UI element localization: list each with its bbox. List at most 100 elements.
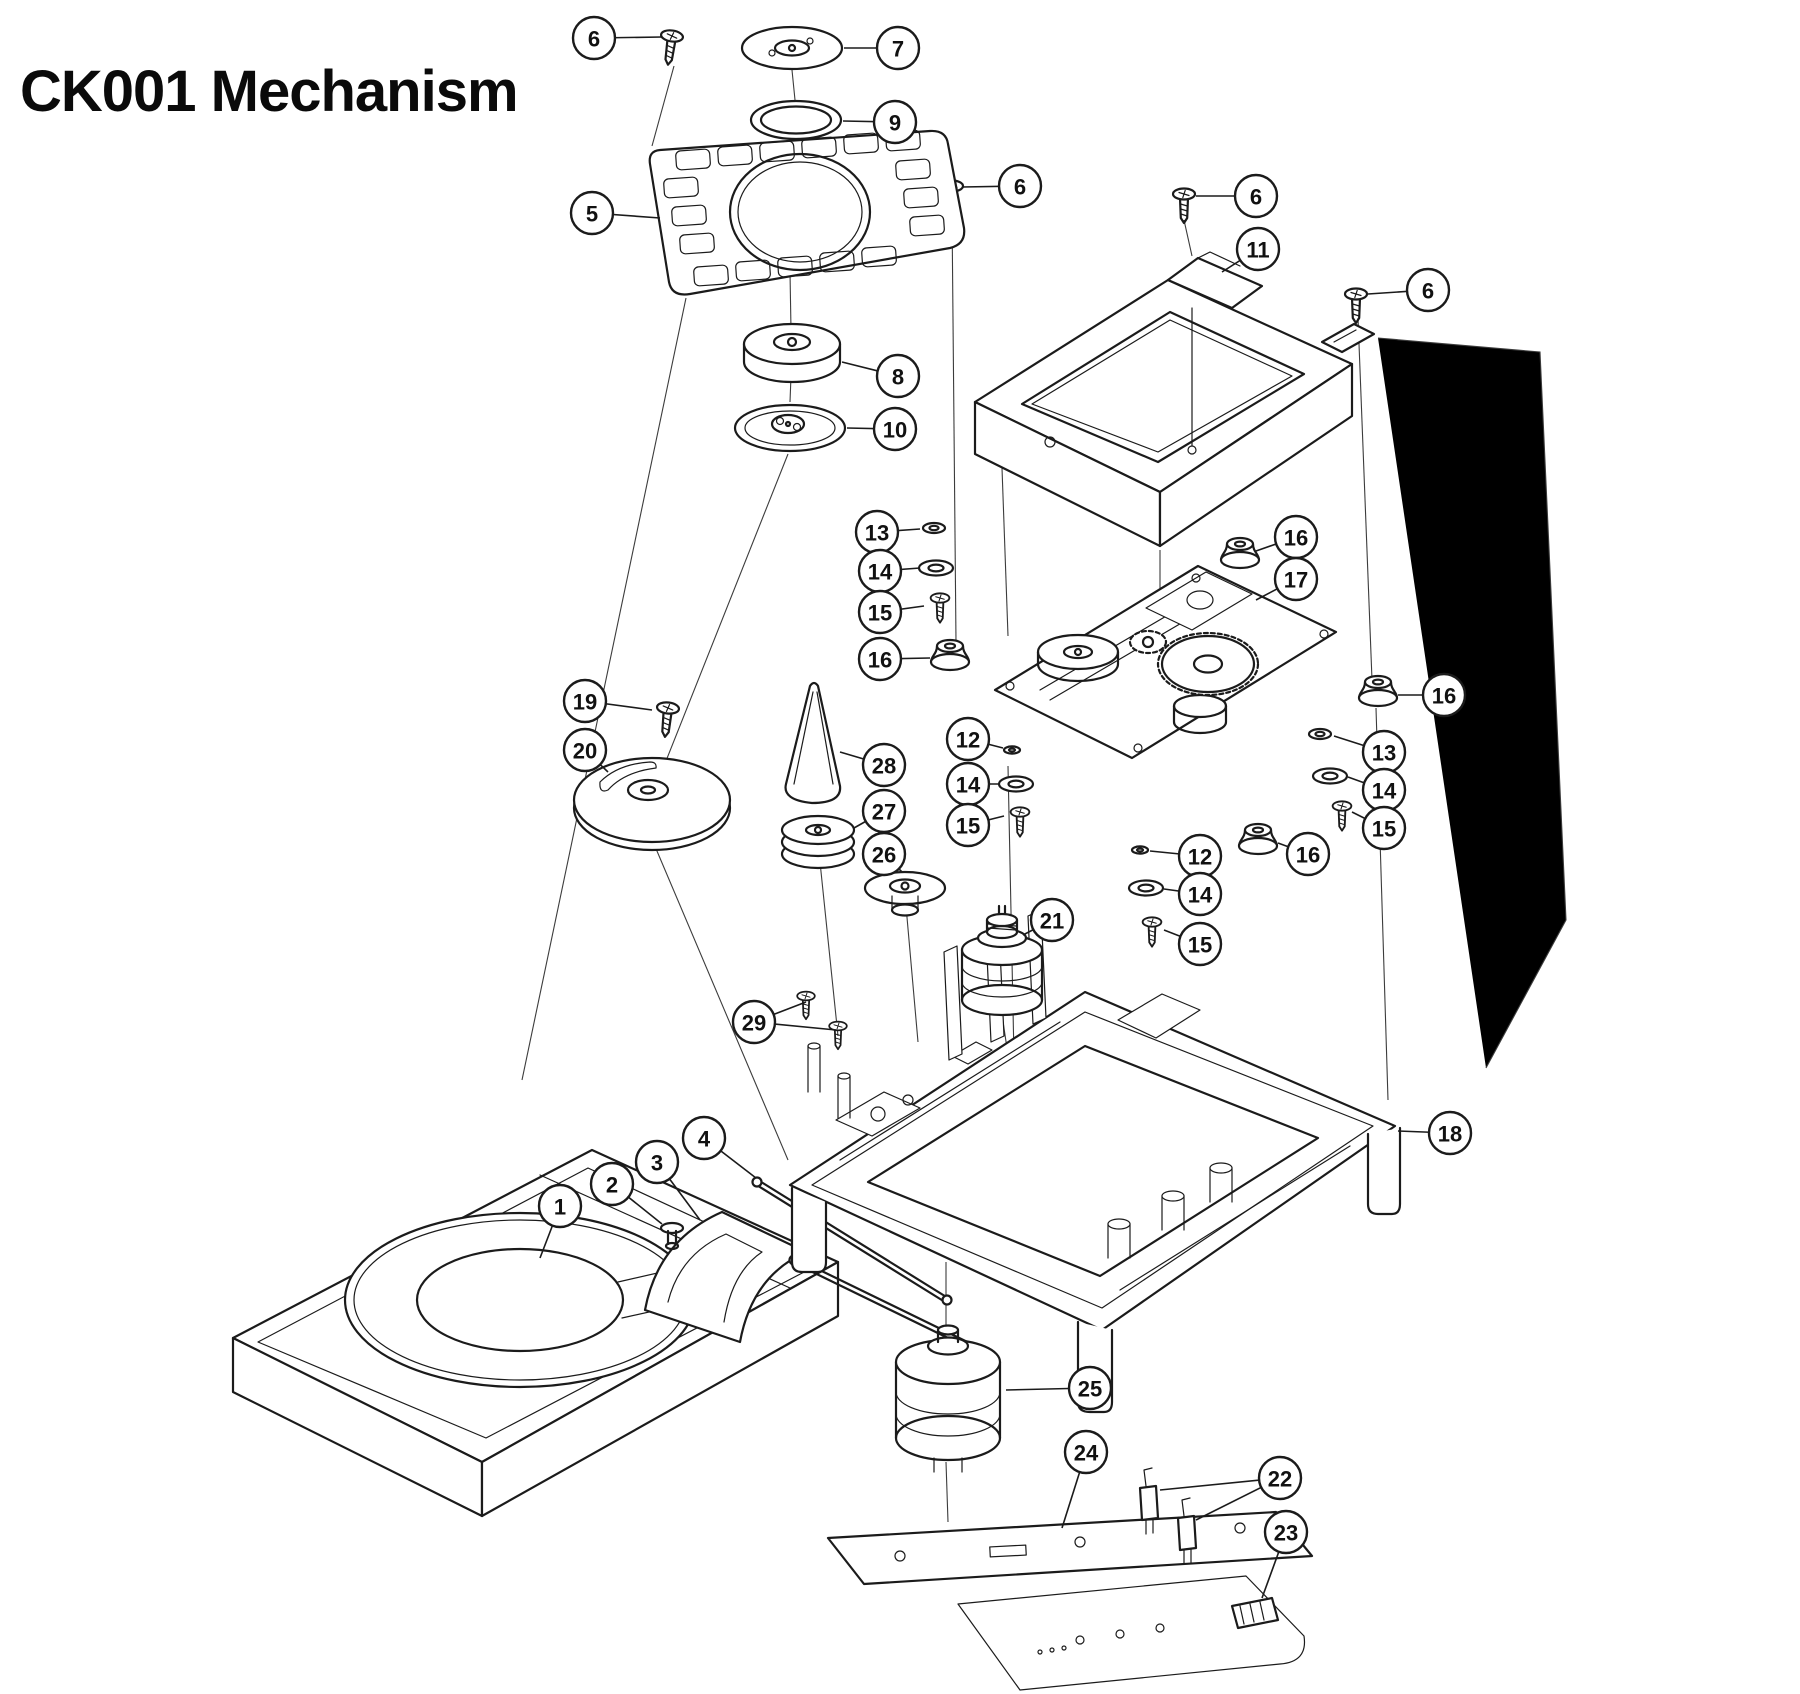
svg-text:1: 1 bbox=[554, 1195, 566, 1220]
svg-text:21: 21 bbox=[1040, 909, 1064, 934]
svg-text:12: 12 bbox=[956, 728, 980, 753]
svg-text:15: 15 bbox=[1188, 933, 1212, 958]
callout-1: 1 bbox=[537, 1183, 583, 1259]
svg-text:4: 4 bbox=[698, 1127, 711, 1152]
callout-6: 6 bbox=[1196, 173, 1279, 219]
traverse-unit bbox=[993, 564, 1338, 760]
turntable-platter bbox=[572, 756, 732, 852]
svg-text:19: 19 bbox=[573, 690, 597, 715]
callout-26: 26 bbox=[861, 831, 907, 877]
screws-29 bbox=[796, 990, 848, 1051]
callout-10: 10 bbox=[846, 406, 918, 452]
disc-tray bbox=[231, 1148, 840, 1518]
svg-text:17: 17 bbox=[1284, 568, 1308, 593]
svg-text:14: 14 bbox=[868, 560, 893, 585]
screw-19 bbox=[652, 700, 681, 740]
svg-text:16: 16 bbox=[1284, 526, 1308, 551]
clamper-plate bbox=[733, 403, 847, 453]
base-chassis bbox=[788, 990, 1402, 1414]
svg-text:7: 7 bbox=[892, 37, 904, 62]
top-grille-plate bbox=[648, 129, 966, 296]
svg-text:5: 5 bbox=[586, 202, 598, 227]
callout-7: 7 bbox=[844, 25, 921, 71]
svg-text:10: 10 bbox=[883, 418, 907, 443]
svg-text:26: 26 bbox=[872, 843, 896, 868]
drive-belt bbox=[784, 681, 842, 805]
svg-text:14: 14 bbox=[1372, 779, 1397, 804]
callout-9: 9 bbox=[842, 99, 918, 145]
callout-12: 12 bbox=[1149, 833, 1223, 879]
callout-20: 20 bbox=[562, 727, 609, 773]
callout-6: 6 bbox=[571, 15, 663, 61]
svg-text:3: 3 bbox=[651, 1151, 663, 1176]
clamper-top-disc bbox=[740, 25, 844, 71]
callout-11: 11 bbox=[1221, 226, 1281, 273]
callout-22: 22 bbox=[1159, 1455, 1303, 1521]
callout-16: 16 bbox=[1277, 831, 1331, 877]
svg-text:13: 13 bbox=[865, 521, 889, 546]
svg-text:18: 18 bbox=[1438, 1122, 1462, 1147]
pulley-26 bbox=[863, 870, 947, 917]
callout-19: 19 bbox=[562, 678, 653, 724]
callout-23: 23 bbox=[1261, 1509, 1309, 1599]
tray-button bbox=[659, 1221, 685, 1251]
callout-25: 25 bbox=[1005, 1365, 1113, 1411]
callout-6: 6 bbox=[961, 163, 1043, 209]
callout-13: 13 bbox=[854, 509, 921, 555]
svg-text:12: 12 bbox=[1188, 845, 1212, 870]
svg-text:16: 16 bbox=[1296, 843, 1320, 868]
pcb-board bbox=[826, 1510, 1314, 1691]
svg-text:9: 9 bbox=[889, 111, 901, 136]
clamper-ring bbox=[749, 99, 843, 141]
svg-text:15: 15 bbox=[868, 601, 892, 626]
loading-motor bbox=[894, 1324, 1002, 1473]
callout-5: 5 bbox=[569, 190, 661, 236]
svg-text:16: 16 bbox=[1432, 684, 1456, 709]
callout-14: 14 bbox=[945, 761, 999, 807]
svg-text:6: 6 bbox=[1422, 279, 1434, 304]
callout-16: 16 bbox=[1255, 514, 1319, 560]
callout-15: 15 bbox=[945, 802, 1005, 848]
callout-15: 15 bbox=[857, 589, 925, 635]
callout-18: 18 bbox=[1397, 1110, 1473, 1156]
callout-6: 6 bbox=[1367, 267, 1451, 313]
svg-text:13: 13 bbox=[1372, 741, 1396, 766]
callout-29: 29 bbox=[731, 999, 837, 1045]
motor-21 bbox=[960, 904, 1044, 1017]
callout-24: 24 bbox=[1061, 1429, 1109, 1529]
svg-text:6: 6 bbox=[588, 27, 600, 52]
svg-text:23: 23 bbox=[1274, 1521, 1298, 1546]
callout-2: 2 bbox=[589, 1161, 663, 1225]
callout-15: 15 bbox=[1351, 805, 1407, 851]
svg-text:20: 20 bbox=[573, 739, 597, 764]
svg-text:28: 28 bbox=[872, 754, 896, 779]
callout-14: 14 bbox=[1163, 871, 1223, 917]
callout-14: 14 bbox=[1347, 767, 1407, 813]
callout-4: 4 bbox=[681, 1115, 757, 1179]
callout-16: 16 bbox=[857, 636, 931, 682]
callout-27: 27 bbox=[853, 788, 907, 834]
svg-text:15: 15 bbox=[956, 814, 980, 839]
callout-28: 28 bbox=[839, 742, 907, 788]
svg-text:24: 24 bbox=[1074, 1441, 1099, 1466]
svg-text:15: 15 bbox=[1372, 817, 1396, 842]
svg-text:6: 6 bbox=[1014, 175, 1026, 200]
clamper-magnet bbox=[742, 322, 842, 384]
svg-text:22: 22 bbox=[1268, 1467, 1292, 1492]
callout-15: 15 bbox=[1163, 921, 1223, 967]
svg-text:29: 29 bbox=[742, 1011, 766, 1036]
svg-text:14: 14 bbox=[956, 773, 981, 798]
svg-text:27: 27 bbox=[872, 800, 896, 825]
clamp-frame bbox=[973, 251, 1376, 548]
switches bbox=[1138, 1467, 1198, 1565]
svg-text:2: 2 bbox=[606, 1173, 618, 1198]
diagram-title: CK001 Mechanism bbox=[20, 59, 519, 124]
connector bbox=[1230, 1596, 1280, 1630]
svg-text:14: 14 bbox=[1188, 883, 1213, 908]
callout-16: 16 bbox=[1398, 672, 1467, 718]
callout-14: 14 bbox=[857, 548, 921, 594]
callout-17: 17 bbox=[1255, 556, 1319, 602]
callout-21: 21 bbox=[1022, 897, 1075, 943]
svg-text:25: 25 bbox=[1078, 1377, 1102, 1402]
